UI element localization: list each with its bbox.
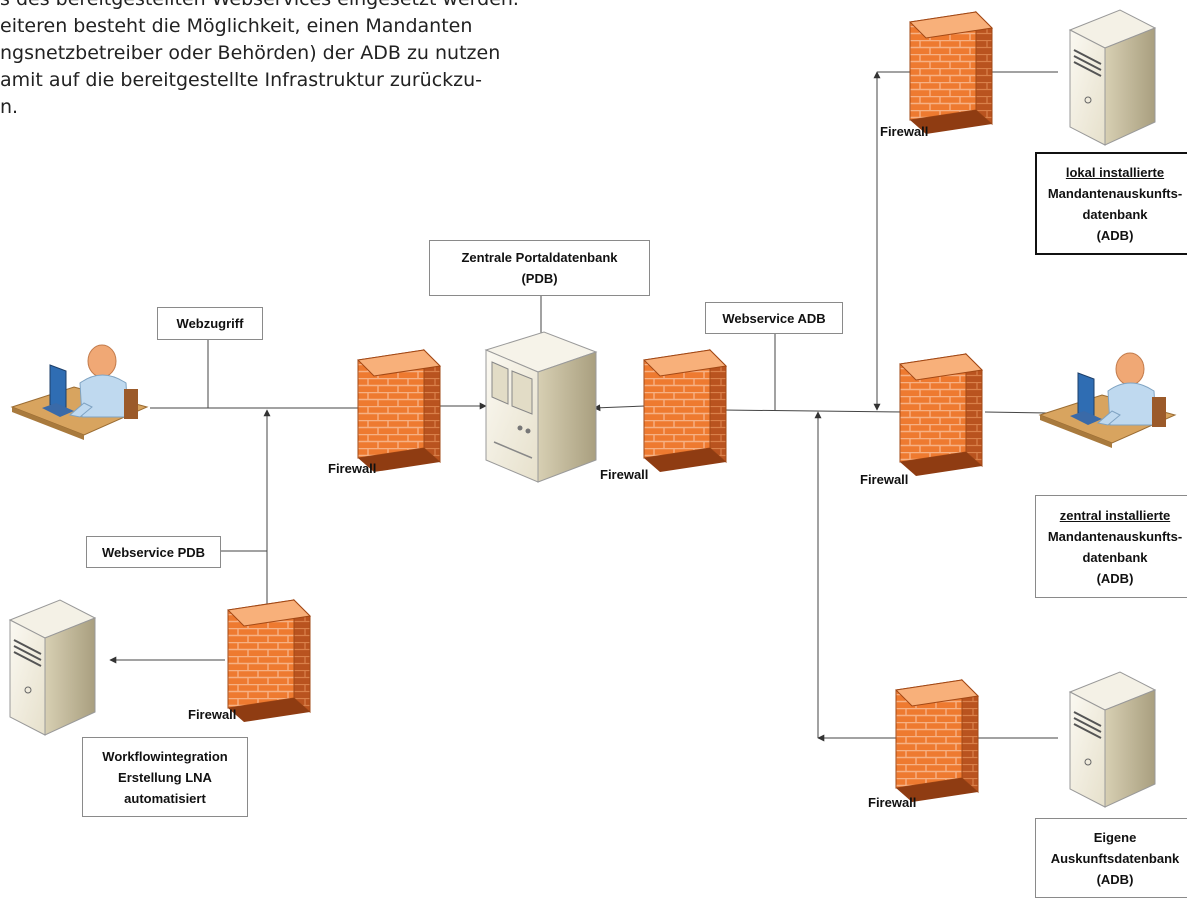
workflow-line-2: Erstellung LNA bbox=[118, 769, 212, 785]
local-adb-line-2: Mandantenauskunfts- bbox=[1047, 185, 1183, 201]
firewall-caption-3: Firewall bbox=[860, 472, 909, 487]
firewall-icon-5 bbox=[909, 11, 993, 135]
firewall-caption-2: Firewall bbox=[600, 467, 649, 482]
local-adb-line-4: (ADB) bbox=[1096, 227, 1134, 243]
workflow-line-3: automatisiert bbox=[124, 790, 206, 806]
central-adb-line-1: zentral installierte bbox=[1059, 507, 1171, 523]
central-adb-line-4: (ADB) bbox=[1096, 570, 1134, 586]
central-adb-label: zentral installierte Mandantenauskunfts-… bbox=[1035, 495, 1187, 598]
local-adb-label: lokal installierte Mandantenauskunfts- d… bbox=[1035, 152, 1187, 255]
firewall-caption-6: Firewall bbox=[868, 795, 917, 810]
connector-workstation2-fw3 bbox=[984, 411, 1049, 414]
workflow-server-icon bbox=[9, 599, 96, 736]
firewall-icon-6 bbox=[895, 679, 979, 803]
firewall-icon-2 bbox=[643, 349, 727, 473]
own-adb-line-3: (ADB) bbox=[1096, 871, 1134, 887]
webservice-pdb-text: Webservice PDB bbox=[101, 544, 206, 560]
own-adb-label: Eigene Auskunftsdatenbank (ADB) bbox=[1035, 818, 1187, 898]
pdb-title: Zentrale Portaldatenbank bbox=[461, 250, 618, 265]
central-adb-line-3: datenbank bbox=[1082, 549, 1148, 565]
local-adb-line-3: datenbank bbox=[1082, 206, 1148, 222]
own-adb-line-1: Eigene bbox=[1093, 829, 1137, 845]
intro-line: ngsnetzbetreiber oder Behörden) der ADB … bbox=[0, 42, 501, 64]
workflow-label: Workflowintegration Erstellung LNA autom… bbox=[82, 737, 248, 817]
firewall-caption-1: Firewall bbox=[328, 461, 377, 476]
workstation-left-icon bbox=[11, 344, 148, 441]
workflow-line-1: Workflowintegration bbox=[102, 748, 228, 764]
firewall-caption-5: Firewall bbox=[880, 124, 929, 139]
intro-paragraph: s des bereitgestellten Webservices einge… bbox=[0, 0, 600, 121]
intro-line: s des bereitgestellten Webservices einge… bbox=[0, 0, 600, 13]
pdb-abbr: (PDB) bbox=[521, 271, 558, 286]
webzugriff-label: Webzugriff bbox=[157, 307, 263, 340]
own-adb-server-icon bbox=[1069, 671, 1156, 808]
connector-fw2-right bbox=[721, 409, 907, 413]
portal-database-server-icon bbox=[485, 331, 597, 483]
own-adb-line-2: Auskunftsdatenbank bbox=[1050, 850, 1180, 866]
webservice-adb-text: Webservice ADB bbox=[722, 310, 826, 326]
webservice-pdb-label: Webservice PDB bbox=[86, 536, 221, 568]
local-adb-line-1: lokal installierte bbox=[1065, 164, 1165, 180]
local-adb-server-icon bbox=[1069, 9, 1156, 146]
workstation-right-icon bbox=[1039, 352, 1176, 449]
firewall-icon-1 bbox=[357, 349, 441, 473]
firewall-caption-4: Firewall bbox=[188, 707, 237, 722]
connectors bbox=[109, 71, 1058, 742]
central-adb-line-2: Mandantenauskunfts- bbox=[1047, 528, 1183, 544]
webzugriff-text: Webzugriff bbox=[176, 316, 244, 331]
firewall-icon-4 bbox=[227, 599, 311, 723]
intro-line: eiteren besteht die Möglichkeit, einen M… bbox=[0, 15, 473, 37]
webservice-adb-label: Webservice ADB bbox=[705, 302, 843, 334]
portal-database-label: Zentrale Portaldatenbank (PDB) bbox=[429, 240, 650, 296]
firewall-icon-3 bbox=[899, 353, 983, 477]
intro-line: amit auf die bereitgestellte Infrastrukt… bbox=[0, 69, 483, 91]
connector-fw2-pdb bbox=[593, 404, 646, 412]
intro-line: n. bbox=[0, 96, 19, 118]
